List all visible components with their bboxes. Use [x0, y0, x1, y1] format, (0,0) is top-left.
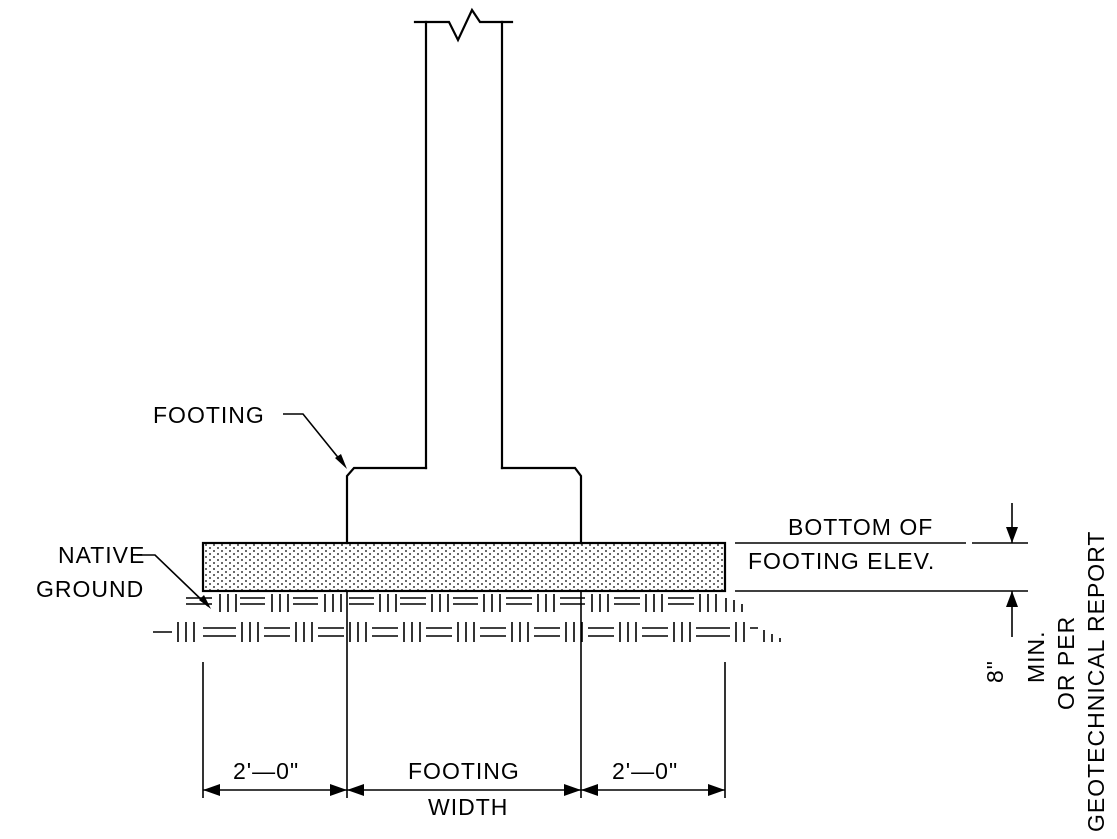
wall-stem: [413, 7, 514, 470]
bottom-of-footing-label: BOTTOM OF FOOTING ELEV.: [735, 514, 966, 574]
base-layer: [201, 541, 727, 593]
native-ground-callout: NATIVE GROUND: [36, 542, 211, 609]
depth-dimension: 8" MIN. OR PER GEOTECHNICAL REPORT: [735, 503, 1109, 832]
depth-text-line1: MIN.: [1023, 630, 1049, 683]
left-offset-label: 2'—0": [233, 758, 299, 784]
bottom-label-line1: BOTTOM OF: [788, 514, 933, 540]
depth-text-line3: GEOTECHNICAL REPORT: [1083, 531, 1109, 832]
native-label-line2: GROUND: [36, 576, 144, 602]
right-offset-label: 2'—0": [612, 758, 678, 784]
width-dimensions: 2'—0" FOOTING WIDTH 2'—0": [202, 590, 726, 820]
footing-width-label-line2: WIDTH: [428, 794, 508, 820]
depth-value: 8": [982, 660, 1008, 683]
bottom-label-line2: FOOTING ELEV.: [748, 548, 935, 574]
footing-width-label-line1: FOOTING: [408, 758, 520, 784]
footing-label: FOOTING: [153, 402, 265, 428]
native-label-line1: NATIVE: [58, 542, 145, 568]
footing-outline: [345, 466, 583, 545]
native-ground-hatch: [153, 594, 781, 642]
footing-callout: FOOTING: [153, 402, 347, 469]
depth-text-line2: OR PER: [1053, 616, 1079, 710]
